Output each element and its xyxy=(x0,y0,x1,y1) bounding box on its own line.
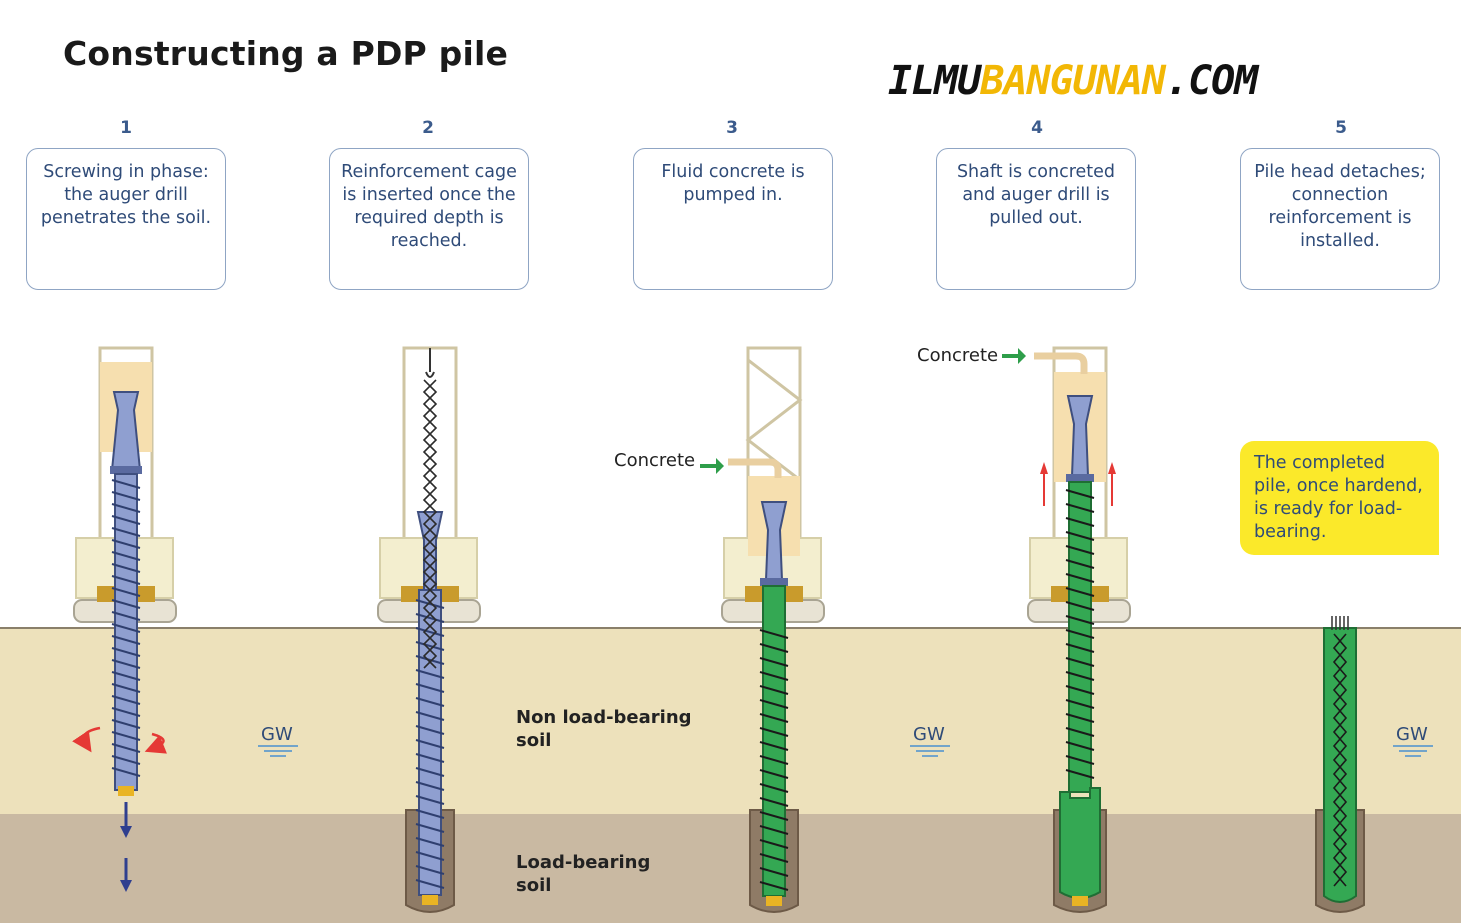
step-description-1: Screwing in phase: the auger drill penet… xyxy=(26,148,226,290)
concrete-label-step-4: Concrete xyxy=(917,345,999,366)
step-number-4: 4 xyxy=(1031,118,1043,138)
step-4-auger xyxy=(1059,395,1101,906)
step-description-3: Fluid concrete is pumped in. xyxy=(633,148,833,290)
step-5-pile xyxy=(1315,616,1365,913)
step-description-2: Reinforcement cage is inserted once the … xyxy=(329,148,529,290)
step-2-auger-and-cage xyxy=(415,379,445,905)
non-load-bearing-soil-label: Non load-bearing soil xyxy=(516,707,692,751)
non-load-bearing-soil xyxy=(0,628,1461,814)
site-logo: ILMUBANGUNAN.COM xyxy=(888,58,1258,104)
completion-callout: The completed pile, once hardend, is rea… xyxy=(1240,441,1439,555)
groundwater-label-1: GW xyxy=(261,724,293,745)
groundwater-symbol-2 xyxy=(910,745,950,757)
concrete-label-step-3: Concrete xyxy=(614,450,696,471)
step-number-5: 5 xyxy=(1335,118,1347,138)
step-number-3: 3 xyxy=(726,118,738,138)
groundwater-symbol-1 xyxy=(258,745,298,757)
step-1-auger xyxy=(72,391,168,892)
step-number-2: 2 xyxy=(422,118,434,138)
load-bearing-soil xyxy=(0,814,1461,923)
step-description-5: Pile head detaches; connection reinforce… xyxy=(1240,148,1440,290)
step-4-rig xyxy=(1002,346,1131,623)
step-3-auger xyxy=(759,501,789,906)
page-title: Constructing a PDP pile xyxy=(63,34,509,73)
groundwater-label-3: GW xyxy=(1396,724,1428,745)
load-bearing-soil-label: Load-bearing soil xyxy=(516,852,651,896)
step-description-4: Shaft is concreted and auger drill is pu… xyxy=(936,148,1136,290)
step-number-1: 1 xyxy=(120,118,132,138)
groundwater-label-2: GW xyxy=(913,724,945,745)
groundwater-symbol-3 xyxy=(1393,745,1433,757)
